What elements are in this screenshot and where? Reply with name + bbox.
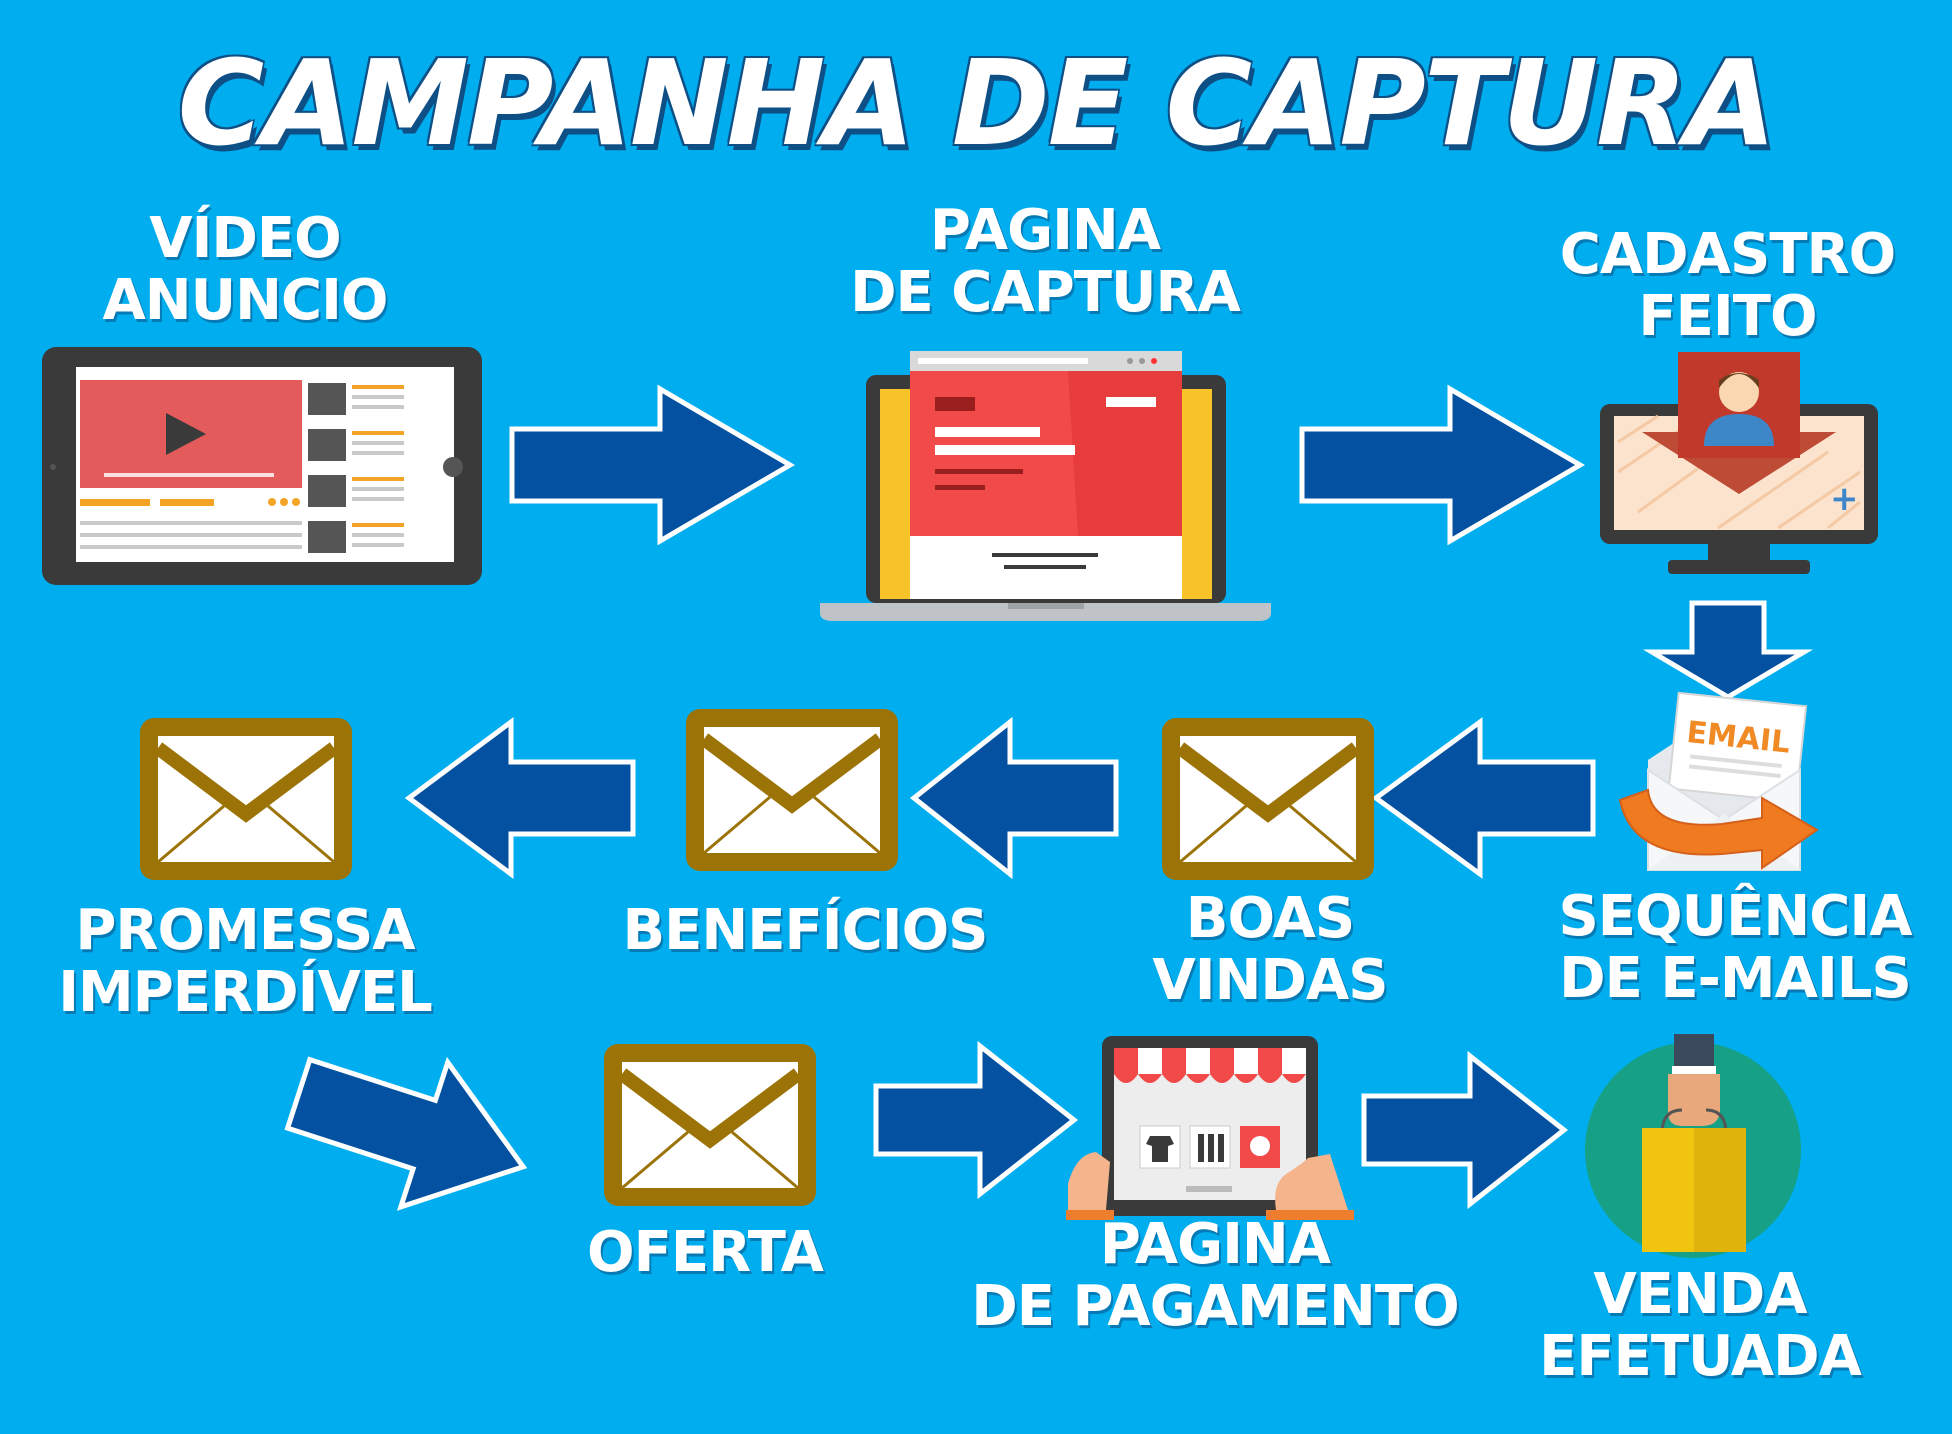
diagram-title: CAMPANHA DE CAPTURA (177, 34, 1777, 172)
laptop-landing-page-icon (820, 351, 1271, 621)
label-venda-efetuada: VENDA EFETUADA (1539, 1262, 1862, 1389)
envelope-icon-beneficios (686, 709, 898, 871)
label-pagina-captura: PAGINA DE CAPTURA (850, 198, 1241, 325)
tablet-video-icon (42, 347, 482, 585)
label-boas-vindas: BOAS VINDAS (1152, 886, 1388, 1013)
label-pagina-pagamento: PAGINA DE PAGAMENTO (971, 1212, 1459, 1339)
arrow-beneficios-to-promessa (404, 717, 636, 879)
label-cadastro-feito: CADASTRO FEITO (1559, 222, 1897, 349)
shop-tablet-payment-icon (1066, 1036, 1354, 1220)
envelope-icon-boas-vindas (1162, 718, 1374, 880)
label-sequencia-emails: SEQUÊNCIA DE E-MAILS (1558, 884, 1912, 1011)
label-beneficios: BENEFÍCIOS (622, 898, 988, 963)
arrow-cadastro-to-sequencia (1642, 600, 1814, 700)
arrow-sequencia-to-boasvindas (1371, 717, 1596, 879)
shopping-bag-hand-icon (1585, 1034, 1801, 1258)
envelope-icon-oferta (604, 1044, 816, 1206)
label-video-anuncio: VÍDEO ANUNCIO (102, 206, 388, 333)
label-oferta: OFERTA (587, 1220, 824, 1285)
email-sequence-icon: EMAIL (1618, 691, 1819, 871)
arrow-pagamento-to-venda (1361, 1050, 1569, 1210)
svg-text:+: + (1830, 479, 1859, 519)
arrow-oferta-to-pagamento (873, 1040, 1079, 1200)
arrow-boasvindas-to-beneficios (909, 716, 1119, 880)
arrow-promessa-to-oferta (284, 1056, 528, 1211)
arrow-captura-to-cadastro (1299, 384, 1585, 546)
label-promessa: PROMESSA IMPERDÍVEL (58, 898, 433, 1025)
monitor-user-signup-icon: + (1600, 352, 1878, 574)
arrow-video-to-captura (509, 384, 795, 546)
envelope-icon-promessa (140, 718, 352, 880)
